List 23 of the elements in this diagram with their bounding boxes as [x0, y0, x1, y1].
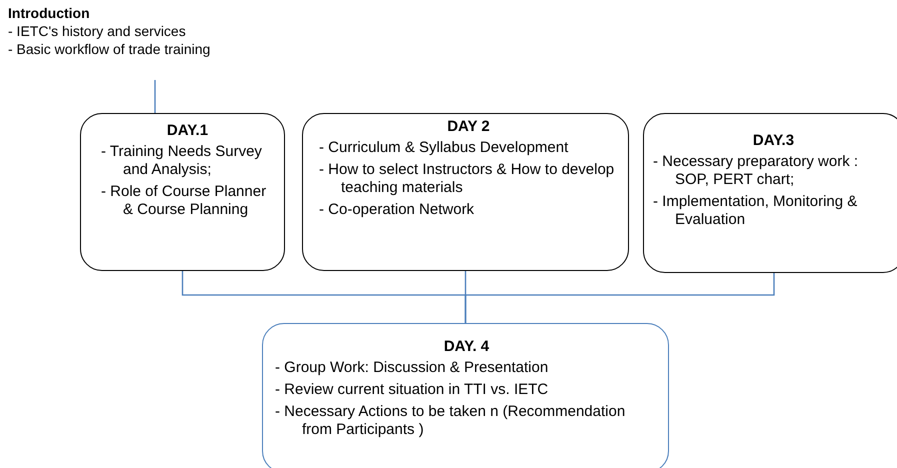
- list-item: - Implementation, Monitoring & Evaluation: [653, 193, 858, 229]
- list-item: - Necessary Actions to be taken n (Recommendation from Participants ): [275, 403, 626, 439]
- list-item: - Necessary preparatory work : SOP, PERT chart;: [653, 153, 860, 189]
- day-box: [643, 113, 897, 273]
- box-heading: DAY 2: [446, 118, 491, 136]
- list-item: - Basic workflow of trade training: [8, 40, 212, 58]
- connector-line: [464, 273, 775, 323]
- box-heading: DAY. 4: [442, 338, 490, 356]
- connector-line: [154, 80, 156, 113]
- list-item: - Review current situation in TTI vs. IETC: [275, 381, 550, 399]
- day-box: [302, 113, 629, 271]
- list-item: - Training Needs Survey and Analysis;: [101, 143, 263, 179]
- day-box: [80, 113, 285, 271]
- box-heading: DAY.3: [752, 132, 796, 150]
- list-item: - Group Work: Discussion & Presentation: [275, 359, 550, 377]
- list-item: - How to select Instructors & How to develop teaching materials: [319, 161, 616, 197]
- list-item: - Role of Course Planner & Course Planning: [101, 183, 268, 219]
- day-box: [262, 323, 669, 468]
- box-heading: DAY.1: [166, 122, 210, 140]
- section-heading: Introduction: [8, 4, 91, 22]
- list-item: - Co-operation Network: [319, 201, 476, 219]
- list-item: - IETC's history and services: [8, 22, 187, 40]
- list-item: - Curriculum & Syllabus Development: [319, 139, 570, 157]
